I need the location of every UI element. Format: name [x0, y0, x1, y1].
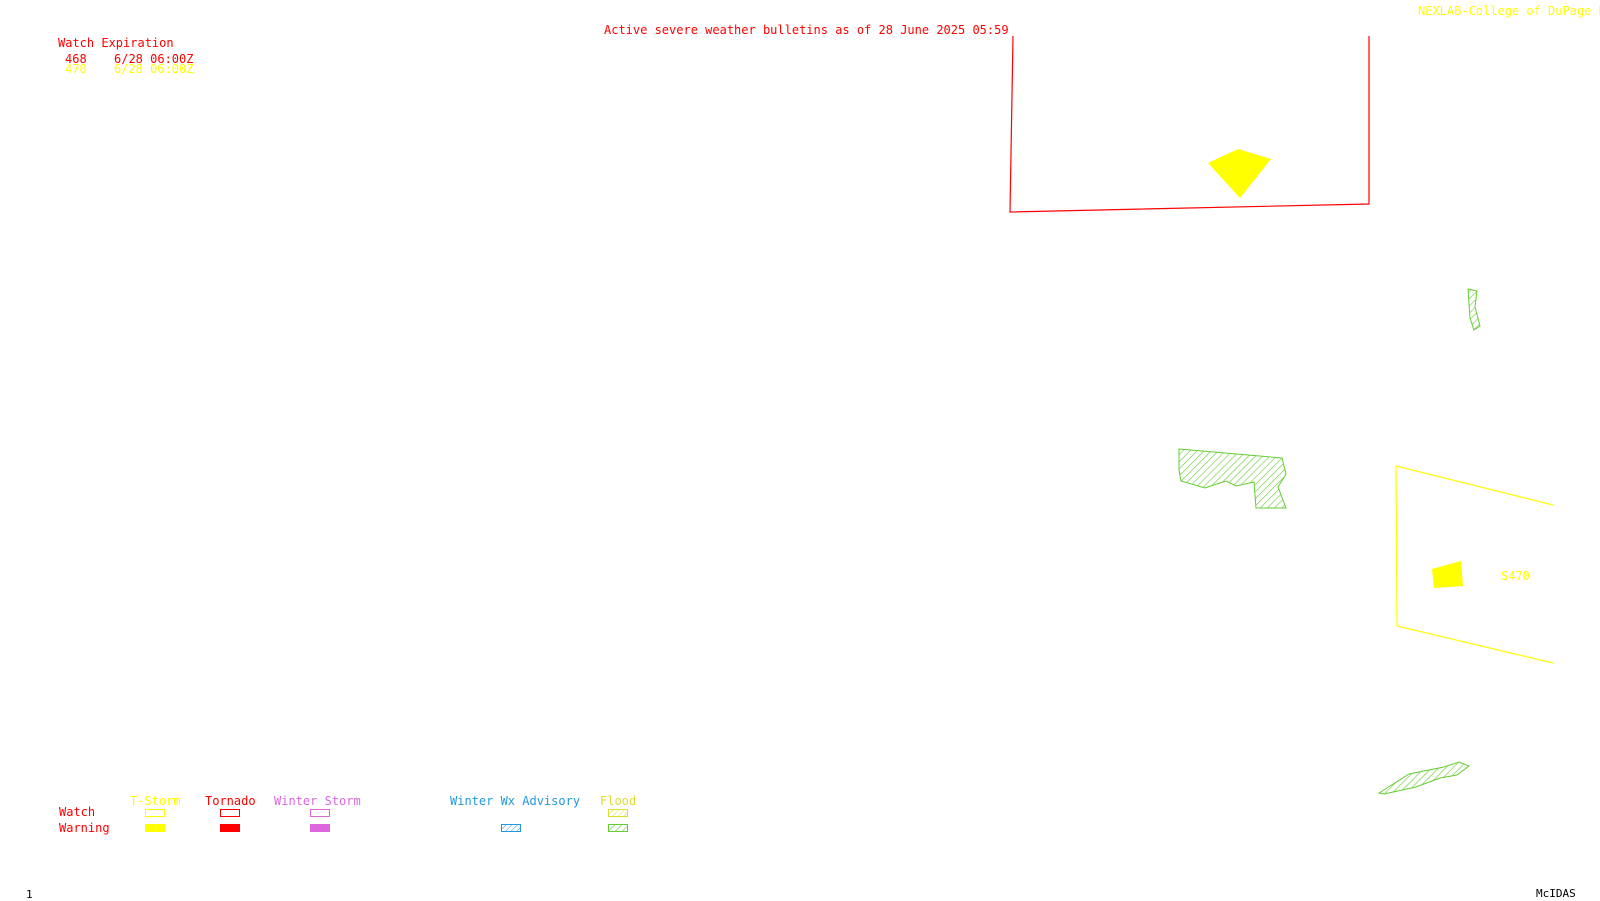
watch-470-label: S470: [1501, 569, 1530, 583]
watch-row-470-expires: 6/28 06:00Z: [114, 62, 194, 76]
tstorm-warning-polygon-east: [1432, 561, 1463, 588]
bulletin-timestamp: Active severe weather bulletins as of 28…: [604, 23, 1009, 37]
credit-label: NEXLAB-College of DuPage R: [1418, 4, 1600, 18]
legend-tstorm-label: T-Storm: [130, 794, 181, 808]
watch-row-468-id: 468: [65, 52, 87, 66]
legend-tornado-warning-swatch: [220, 824, 240, 832]
legend-tornado-label: Tornado: [205, 794, 256, 808]
legend-winter-wx-advisory-swatch: [501, 824, 521, 832]
tornado-watch-468-outline: [1009, 35, 1370, 213]
legend-tstorm-watch-swatch: [145, 809, 165, 817]
tstorm-watch-470-outline: [1395, 465, 1554, 664]
watch-row-470-id: 470: [65, 62, 87, 76]
legend-flood-label: Flood: [600, 794, 637, 808]
legend-flood-watch-swatch: [608, 809, 628, 817]
legend-tstorm-warning-swatch: [145, 824, 165, 832]
legend-tornado-watch-swatch: [220, 809, 240, 817]
legend-winter-storm-label: Winter Storm: [274, 794, 361, 808]
watch-row-468-expires: 6/28 06:00Z: [114, 52, 194, 66]
legend-winter-storm-warning-swatch: [310, 824, 330, 832]
legend-flood-warning-swatch: [608, 824, 628, 832]
legend-row-watch: Watch: [59, 805, 96, 819]
flood-warning-polygon-south: [1377, 761, 1471, 795]
mcidas-label: McIDAS: [1536, 887, 1576, 900]
watch-table-title: Watch Expiration: [58, 36, 174, 50]
flood-warning-polygon-central: [1178, 448, 1287, 509]
legend-winter-wx-advisory-label: Winter Wx Advisory: [450, 794, 581, 808]
legend-row-warning: Warning: [59, 821, 110, 835]
frame-number: 1: [26, 888, 33, 901]
legend-winter-storm-watch-swatch: [310, 809, 330, 817]
tstorm-warning-polygon-north: [1208, 149, 1271, 198]
flood-warning-polygon-north: [1467, 288, 1481, 331]
